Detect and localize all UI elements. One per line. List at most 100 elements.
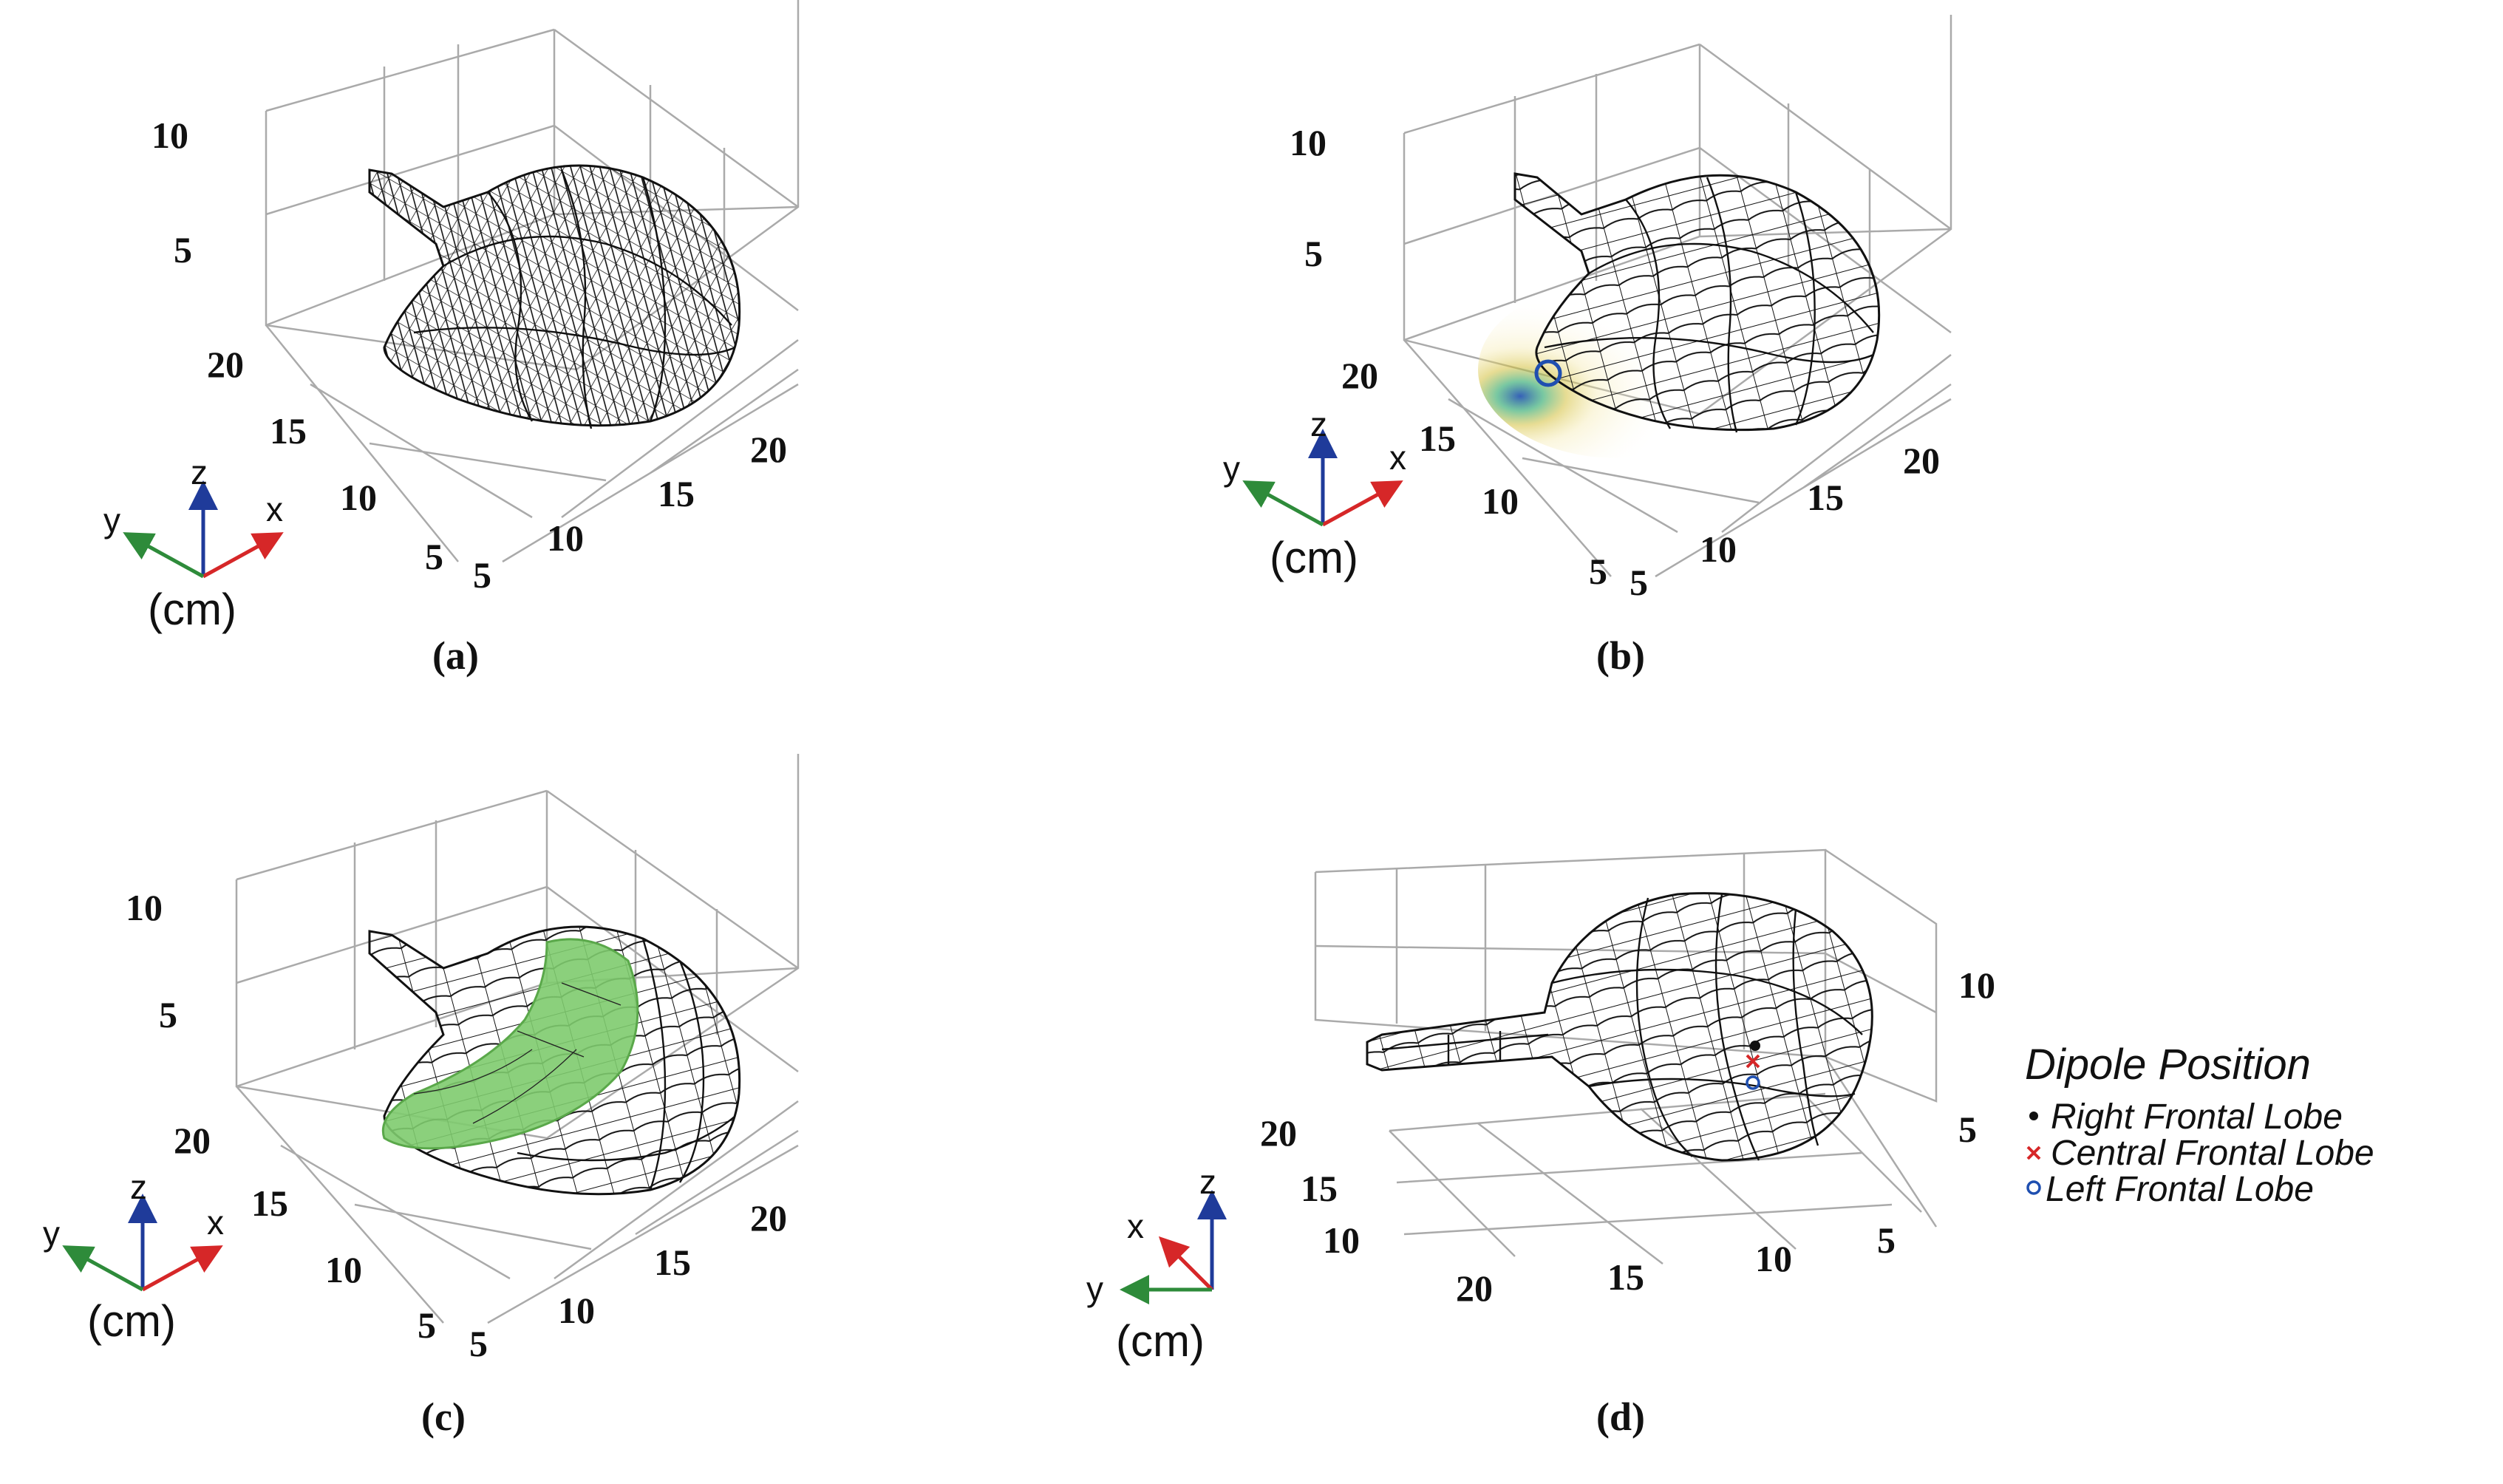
- z-tick: 10: [126, 887, 163, 928]
- panel-d-y-ticks: 20 15 10: [1260, 1112, 1360, 1261]
- dipole-right-frontal: [1750, 1041, 1760, 1051]
- y-tick: 10: [1482, 480, 1519, 522]
- x-tick: 10: [558, 1290, 595, 1331]
- x-tick: 10: [1700, 528, 1737, 570]
- potential-peak-marker: [1534, 359, 1562, 387]
- z-tick: 5: [1958, 1109, 1977, 1150]
- y-axis-arrow: [62, 1245, 144, 1292]
- z-axis-label: z: [191, 453, 208, 491]
- x-tick: 15: [1607, 1256, 1644, 1298]
- panel-c-y-ticks: 20 15 10 5: [174, 1120, 436, 1346]
- panel-b-y-ticks: 20 15 10 5: [1341, 355, 1607, 592]
- x-axis-label: x: [266, 490, 283, 528]
- y-axis-label: y: [103, 501, 120, 540]
- x-tick: 20: [750, 429, 787, 470]
- legend-item-central-frontal: Central Frontal Lobe: [2051, 1134, 2374, 1173]
- panel-c-x-ticks: 5 10 15 20: [469, 1197, 787, 1364]
- panel-c-axis-triad: z x y (cm): [43, 1168, 224, 1346]
- x-tick: 5: [473, 554, 491, 596]
- x-axis-label: x: [1127, 1207, 1144, 1245]
- panel-a-axis-triad: z x y (cm): [103, 453, 284, 634]
- y-tick: 20: [207, 344, 244, 385]
- x-axis-arrow: [1158, 1236, 1213, 1291]
- y-tick: 10: [1323, 1219, 1360, 1261]
- z-tick: 5: [1304, 233, 1323, 274]
- x-tick: 15: [654, 1242, 691, 1283]
- legend-circle-marker: [2026, 1180, 2041, 1195]
- panel-c: 10 5 20 15 10 5 5 10 15 20 z x y (cm) (c…: [43, 754, 800, 1439]
- y-tick: 15: [251, 1182, 288, 1224]
- z-tick: 5: [159, 994, 177, 1035]
- highlighted-region: [381, 938, 639, 1150]
- panel-b-head-wire: [1478, 172, 1881, 458]
- x-tick: 10: [547, 517, 584, 559]
- y-tick: 20: [1260, 1112, 1297, 1154]
- y-tick: 10: [340, 477, 377, 518]
- panel-a-head-mesh: [368, 164, 741, 429]
- y-tick: 20: [174, 1120, 211, 1161]
- z-axis-label: z: [130, 1168, 147, 1206]
- y-tick: 5: [418, 1304, 436, 1346]
- z-axis-label: z: [1199, 1163, 1216, 1201]
- x-tick: 5: [469, 1323, 488, 1364]
- z-tick: 5: [174, 229, 192, 270]
- y-tick: 15: [270, 410, 307, 452]
- unit-label: (cm): [1116, 1316, 1205, 1366]
- panel-c-head-wire: [368, 925, 741, 1196]
- y-tick: 10: [325, 1249, 362, 1290]
- panel-d-z-ticks: 10 5: [1958, 964, 1995, 1150]
- dipole-left-frontal: [1746, 1075, 1760, 1090]
- z-axis-label: z: [1310, 405, 1327, 443]
- panel-d-x-ticks: 20 15 10 5: [1456, 1219, 1896, 1309]
- panel-c-z-ticks: 10 5: [126, 887, 177, 1035]
- legend-title: Dipole Position: [2025, 1041, 2311, 1089]
- dipole-markers: [1746, 1041, 1760, 1090]
- y-tick: 20: [1341, 355, 1378, 396]
- legend-x-marker: [2026, 1146, 2041, 1160]
- z-tick: 10: [1958, 964, 1995, 1006]
- z-tick: 10: [1290, 122, 1327, 163]
- panel-caption: (b): [1596, 633, 1645, 678]
- x-tick: 20: [1456, 1267, 1493, 1309]
- x-tick: 5: [1629, 562, 1648, 603]
- panel-d-axis-triad: z x y (cm): [1086, 1163, 1227, 1366]
- x-axis-arrow: [202, 532, 284, 579]
- y-axis-label: y: [1086, 1270, 1103, 1308]
- z-tick: 10: [151, 115, 188, 156]
- panel-a-z-ticks: 10 5: [151, 115, 192, 270]
- y-axis-label: y: [1223, 449, 1240, 488]
- panel-d: 10 5 20 15 10 20 15 10 5 z x y (cm) (d) …: [1086, 848, 2374, 1439]
- panel-a-y-ticks: 20 15 10 5: [207, 344, 443, 577]
- dipole-central-frontal: [1746, 1054, 1760, 1069]
- x-tick: 20: [1903, 440, 1940, 481]
- panel-d-head-wire: [1366, 892, 1873, 1162]
- legend-item-right-frontal: Right Frontal Lobe: [2051, 1097, 2343, 1137]
- y-axis-arrow: [1242, 480, 1324, 527]
- unit-label: (cm): [87, 1296, 176, 1346]
- panel-b-axis-triad: z x y (cm): [1223, 405, 1406, 582]
- y-tick: 5: [1589, 551, 1607, 592]
- y-tick: 15: [1419, 418, 1456, 459]
- y-axis-label: y: [43, 1214, 60, 1253]
- panel-b-z-ticks: 10 5: [1290, 122, 1327, 274]
- panel-caption: (d): [1596, 1395, 1645, 1439]
- legend-dot-marker: [2029, 1112, 2038, 1120]
- y-tick: 5: [425, 536, 443, 577]
- panel-b-x-ticks: 5 10 15 20: [1629, 440, 1940, 603]
- x-tick: 15: [658, 473, 695, 514]
- x-axis-arrow: [141, 1245, 223, 1292]
- panel-a: 10 5 20 15 10 5 5 10 15 20 z x y (cm) (a…: [103, 0, 800, 678]
- x-axis-label: x: [207, 1203, 224, 1242]
- x-tick: 10: [1755, 1238, 1792, 1279]
- panel-caption: (c): [421, 1395, 466, 1439]
- unit-label: (cm): [1270, 533, 1358, 582]
- y-tick: 15: [1301, 1168, 1338, 1209]
- legend-item-left-frontal: Left Frontal Lobe: [2046, 1170, 2314, 1209]
- unit-label: (cm): [148, 585, 236, 634]
- panel-a-x-ticks: 5 10 15 20: [473, 429, 787, 596]
- legend: Dipole Position Right Frontal Lobe Centr…: [2025, 1041, 2374, 1209]
- y-axis-arrow: [123, 532, 205, 579]
- x-axis-arrow: [1321, 480, 1403, 527]
- panel-caption: (a): [432, 633, 479, 678]
